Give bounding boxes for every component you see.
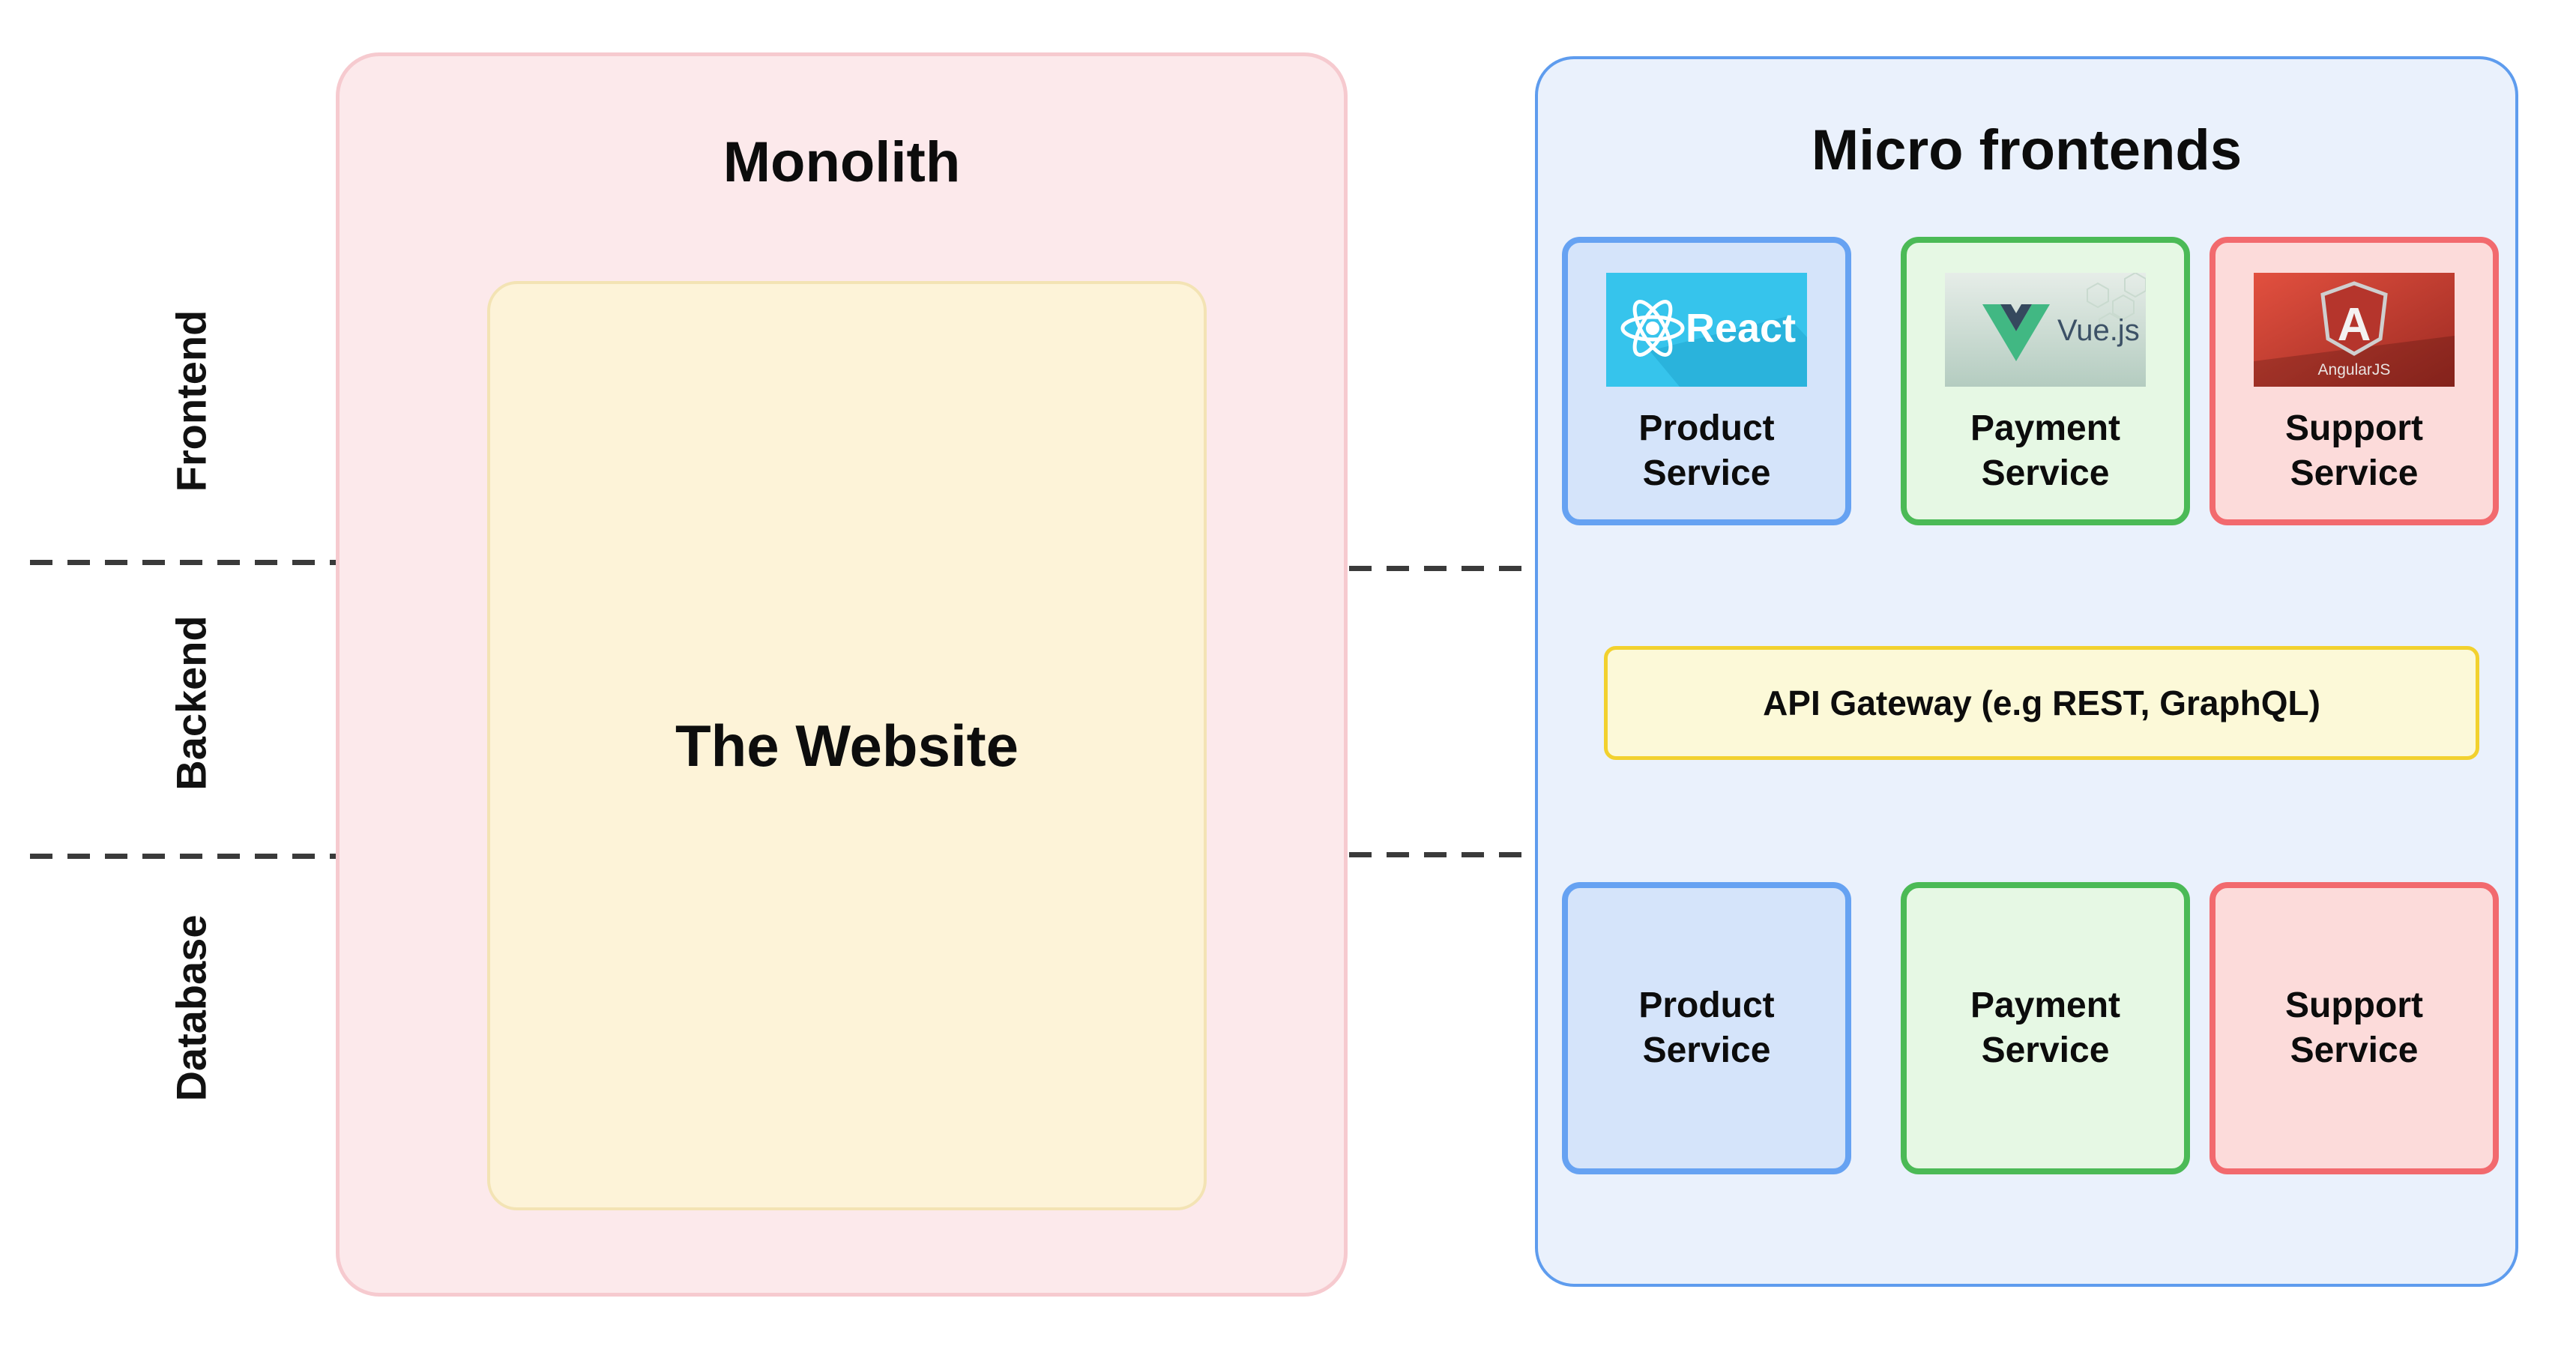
frontend-card-payment-service: Vue.js Payment Service bbox=[1901, 237, 2190, 525]
micro-frontends-panel: Micro frontends React Product Service bbox=[1535, 56, 2518, 1287]
monolith-panel: Monolith The Website bbox=[336, 52, 1348, 1297]
frontend-backend-divider-middle bbox=[1349, 566, 1535, 571]
angularjs-logo-icon: A AngularJS bbox=[2254, 273, 2455, 387]
backend-card-payment-label: Payment Service bbox=[1970, 986, 2121, 1070]
micro-frontends-title: Micro frontends bbox=[1811, 118, 2242, 182]
frontend-card-support-label: Support Service bbox=[2285, 408, 2423, 493]
react-logo-icon: React bbox=[1606, 273, 1807, 387]
vuejs-logo-icon: Vue.js bbox=[1945, 273, 2146, 387]
frontend-card-support-service: A AngularJS Support Service bbox=[2209, 237, 2499, 525]
backend-database-divider-middle bbox=[1349, 852, 1535, 857]
react-logo-text: React bbox=[1686, 306, 1796, 351]
website-label: The Website bbox=[675, 712, 1019, 779]
backend-card-product-service: Product Service bbox=[1562, 882, 1851, 1174]
backend-card-product-label: Product Service bbox=[1638, 986, 1775, 1070]
website-box: The Website bbox=[487, 281, 1207, 1210]
layer-label-database: Database bbox=[167, 914, 215, 1102]
backend-card-payment-service: Payment Service bbox=[1901, 882, 2190, 1174]
backend-card-support-service: Support Service bbox=[2209, 882, 2499, 1174]
api-gateway-label: API Gateway (e.g REST, GraphQL) bbox=[1763, 683, 2320, 722]
frontend-card-product-service: React Product Service bbox=[1562, 237, 1851, 525]
backend-card-support-label: Support Service bbox=[2285, 986, 2423, 1070]
frontend-card-product-label: Product Service bbox=[1638, 408, 1775, 493]
monolith-title: Monolith bbox=[723, 130, 961, 194]
angularjs-logo-text: AngularJS bbox=[2318, 361, 2391, 378]
frontend-backend-divider-left bbox=[30, 560, 336, 565]
frontend-card-payment-label: Payment Service bbox=[1970, 408, 2121, 493]
api-gateway-bar: API Gateway (e.g REST, GraphQL) bbox=[1604, 646, 2479, 760]
vuejs-logo-text: Vue.js bbox=[2057, 314, 2140, 347]
angular-shield-letter: A bbox=[2338, 299, 2371, 351]
backend-database-divider-left bbox=[30, 854, 336, 859]
layer-label-backend: Backend bbox=[167, 615, 215, 791]
layer-label-frontend: Frontend bbox=[167, 310, 215, 492]
